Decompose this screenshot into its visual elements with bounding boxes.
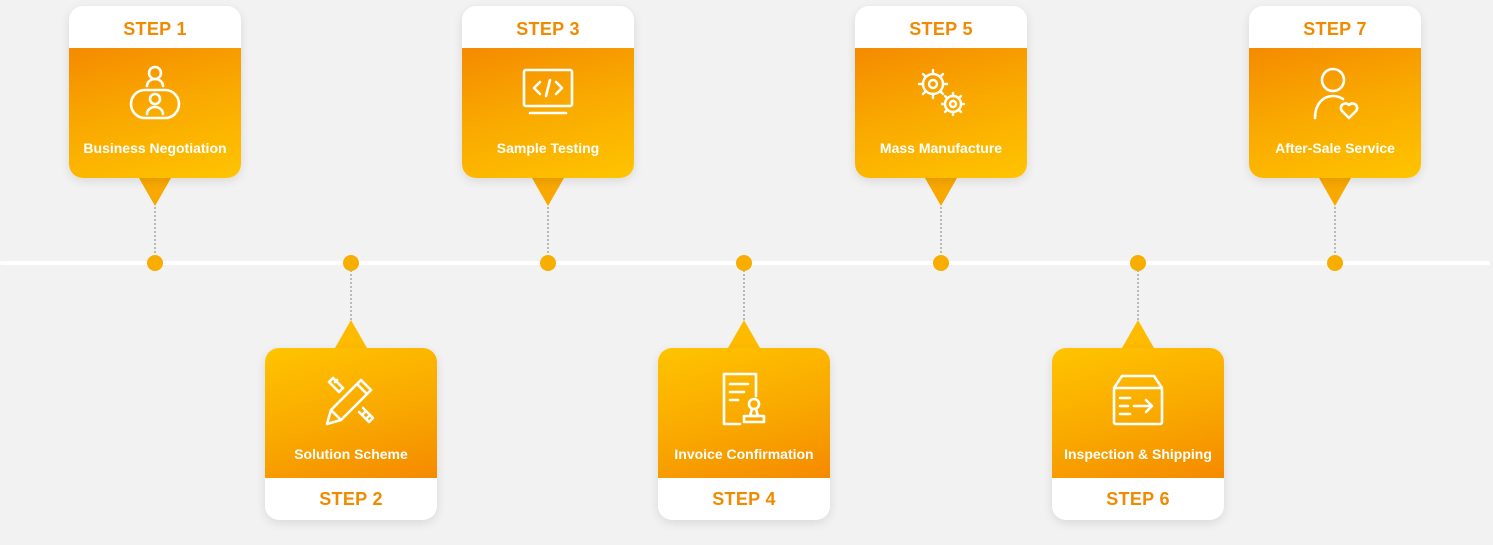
pointer-step-1 (139, 178, 171, 206)
step-number: STEP 6 (1106, 489, 1170, 509)
step-title: Solution Scheme (294, 446, 408, 462)
timeline-dot-5 (933, 255, 949, 271)
step-title: Invoice Confirmation (674, 446, 814, 462)
step-title: Sample Testing (496, 140, 600, 156)
pointer-step-4 (728, 320, 760, 348)
timeline-dot-1 (147, 255, 163, 271)
pencil-ruler-icon (319, 368, 383, 432)
meeting-users-icon (123, 62, 187, 126)
connector-step-3 (547, 207, 549, 257)
user-heart-icon (1303, 62, 1367, 126)
step-title: Mass Manufacture (879, 140, 1003, 156)
step-number: STEP 7 (1303, 19, 1367, 39)
pointer-step-6 (1122, 320, 1154, 348)
timeline-dot-2 (343, 255, 359, 271)
step-card-5: STEP 5 Mass Manufacture (855, 6, 1027, 178)
step-number: STEP 4 (712, 489, 776, 509)
connector-step-4 (743, 270, 745, 320)
step-body: After-Sale Service (1249, 48, 1421, 178)
step-title: After-Sale Service (1275, 140, 1395, 156)
pointer-step-3 (532, 178, 564, 206)
connector-step-6 (1137, 270, 1139, 320)
box-shipping-icon (1106, 368, 1170, 432)
step-card-2: Solution Scheme STEP 2 (265, 348, 437, 520)
step-card-7: STEP 7 After-Sale Service (1249, 6, 1421, 178)
connector-step-1 (154, 207, 156, 257)
timeline-dot-7 (1327, 255, 1343, 271)
step-card-1: STEP 1 Business Negotiation (69, 6, 241, 178)
pointer-step-5 (925, 178, 957, 206)
timeline-dot-6 (1130, 255, 1146, 271)
step-card-4: Invoice Confirmation STEP 4 (658, 348, 830, 520)
step-number: STEP 1 (123, 19, 187, 39)
step-number: STEP 3 (516, 19, 580, 39)
gears-icon (909, 62, 973, 126)
connector-step-7 (1334, 207, 1336, 257)
step-number: STEP 2 (319, 489, 383, 509)
step-card-6: Inspection & Shipping STEP 6 (1052, 348, 1224, 520)
step-card-3: STEP 3 Sample Testing (462, 6, 634, 178)
pointer-step-7 (1319, 178, 1351, 206)
timeline-dot-3 (540, 255, 556, 271)
pointer-step-2 (335, 320, 367, 348)
code-monitor-icon (516, 62, 580, 126)
connector-step-2 (350, 270, 352, 320)
step-body: Invoice Confirmation (658, 348, 830, 478)
step-body: Solution Scheme (265, 348, 437, 478)
timeline-dot-4 (736, 255, 752, 271)
step-body: Sample Testing (462, 48, 634, 178)
step-title: Business Negotiation (83, 140, 227, 156)
step-number: STEP 5 (909, 19, 973, 39)
step-body: Mass Manufacture (855, 48, 1027, 178)
step-body: Business Negotiation (69, 48, 241, 178)
document-stamp-icon (712, 368, 776, 432)
connector-step-5 (940, 207, 942, 257)
step-title: Inspection & Shipping (1064, 446, 1212, 462)
step-body: Inspection & Shipping (1052, 348, 1224, 478)
